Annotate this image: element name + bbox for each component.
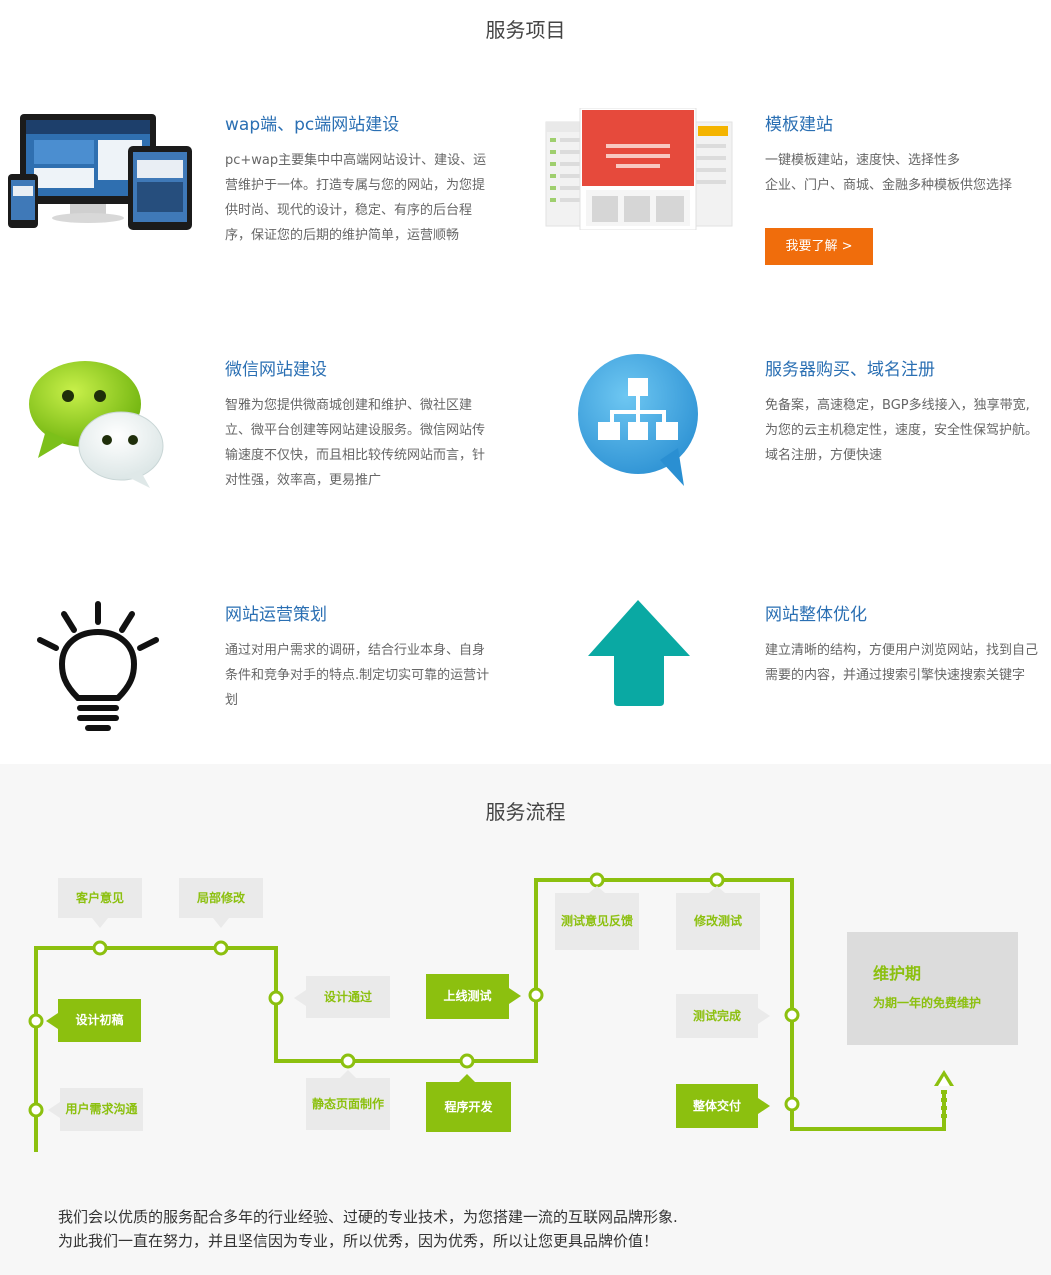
service-description: 智雅为您提供微商城创建和维护、微社区建立、微平台创建等网站建设服务。微信网站传输… [225, 398, 486, 488]
maintenance-title: 维护期 [873, 964, 922, 983]
step-revise-test: 修改测试 [676, 893, 760, 950]
maintenance-box: 维护期 为期一年的免费维护 [847, 932, 1018, 1045]
service-title[interactable]: wap端、pc端网站建设 [225, 115, 400, 135]
wechat-icon [28, 360, 168, 496]
step-requirement-communication: 用户需求沟通 [60, 1088, 143, 1131]
step-online-testing: 上线测试 [426, 974, 509, 1019]
maintenance-subtitle: 为期一年的免费维护 [873, 996, 982, 1010]
responsive-devices-icon [8, 112, 198, 234]
step-test-feedback: 测试意见反馈 [555, 893, 639, 950]
service-desc-line: 企业、门户、商城、金融多种模板供您选择 [765, 178, 1013, 193]
service-description: 免备案，高速稳定，BGP多线接入，独享带宽,为您的云主机稳定性，速度，安全性保驾… [765, 398, 1039, 463]
step-partial-revision: 局部修改 [179, 878, 263, 918]
service-description: 建立清晰的结构，方便用户浏览网站，找到自己需要的内容，并通过搜索引擎快速搜索关键… [765, 643, 1039, 683]
step-customer-feedback: 客户意见 [58, 878, 142, 918]
process-flow-line [28, 872, 954, 1152]
step-delivery: 整体交付 [676, 1084, 758, 1128]
step-test-complete: 测试完成 [676, 994, 758, 1038]
template-pages-icon [544, 107, 734, 234]
step-static-pages: 静态页面制作 [306, 1078, 390, 1130]
service-title[interactable]: 模板建站 [765, 115, 833, 135]
process-title: 服务流程 [485, 800, 566, 824]
footer-text-line: 我们会以优质的服务配合多年的行业经验、过硬的专业技术，为您搭建一流的互联网品牌形… [58, 1208, 678, 1226]
arrow-up-icon [586, 598, 692, 712]
service-title[interactable]: 网站整体优化 [765, 605, 867, 625]
service-description: 通过对用户需求的调研，结合行业本身、自身条件和竞争对手的特点.制定切实可靠的运营… [225, 643, 490, 708]
service-title[interactable]: 微信网站建设 [225, 360, 327, 380]
lightbulb-icon [36, 600, 162, 736]
footer-text-line: 为此我们一直在努力，并且坚信因为专业，所以优秀，因为优秀，所以让您更具品牌价值！ [58, 1232, 659, 1250]
sitemap-bubble-icon [576, 352, 702, 492]
service-title[interactable]: 网站运营策划 [225, 605, 327, 625]
step-development: 程序开发 [426, 1082, 511, 1132]
service-description: 一键模板建站，速度快、选择性多 企业、门户、商城、金融多种模板供您选择 [765, 148, 1045, 198]
service-description: pc+wap主要集中中高端网站设计、建设、运营维护于一体。打造专属与您的网站，为… [225, 153, 487, 243]
services-title: 服务项目 [485, 18, 566, 42]
service-desc-line: 一键模板建站，速度快、选择性多 [765, 153, 961, 168]
service-title[interactable]: 服务器购买、域名注册 [765, 360, 935, 380]
step-initial-design: 设计初稿 [58, 999, 141, 1042]
step-design-approved: 设计通过 [306, 976, 390, 1018]
learn-more-button[interactable]: 我要了解 > [765, 228, 873, 265]
